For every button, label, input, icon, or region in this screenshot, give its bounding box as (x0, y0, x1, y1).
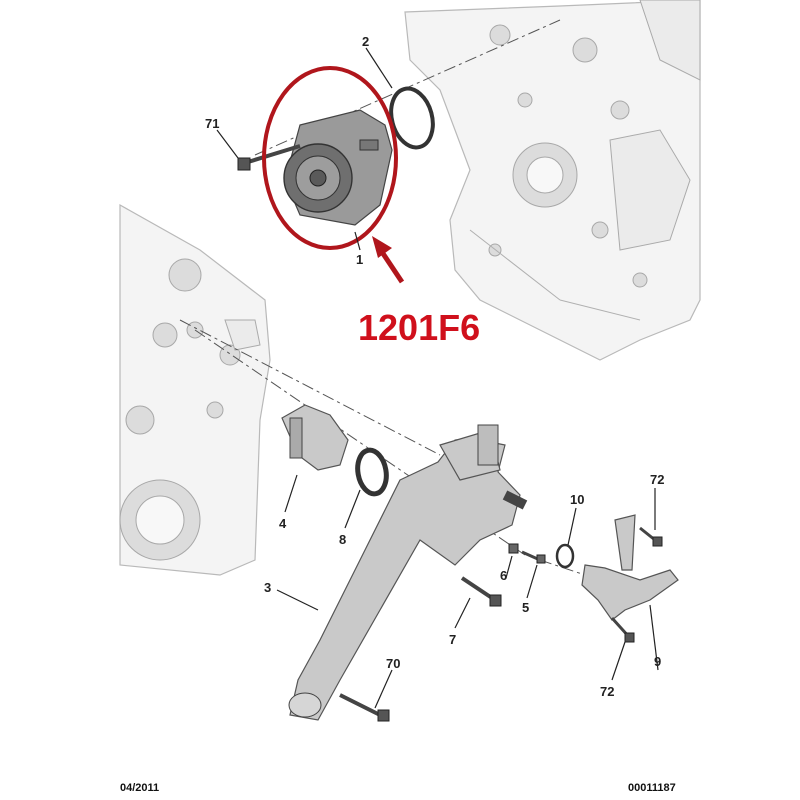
bolt-70 (339, 693, 390, 722)
adapter-4 (281, 404, 349, 471)
highlight-arrow (372, 236, 405, 284)
outlet-pipe-3 (288, 424, 528, 721)
label-part-5: 5 (522, 600, 529, 615)
label-part-1: 1 (356, 252, 363, 267)
label-part-8: 8 (339, 532, 346, 547)
part-labels: 2 71 1 4 8 3 7 6 5 10 9 72 72 70 (205, 34, 664, 699)
label-part-70: 70 (386, 656, 400, 671)
label-part-2: 2 (362, 34, 369, 49)
pipe-9 (581, 514, 679, 621)
part-number-callout: 1201F6 (358, 307, 480, 348)
label-part-72-upper: 72 (650, 472, 664, 487)
label-part-10: 10 (570, 492, 584, 507)
bolt-7 (460, 576, 502, 607)
screw-5 (521, 550, 546, 564)
leader-lines (216, 47, 659, 709)
footer-date: 04/2011 (120, 782, 159, 794)
label-part-4: 4 (279, 516, 287, 531)
plug-6 (508, 543, 519, 554)
bolt-72-lower (610, 616, 635, 643)
label-part-3: 3 (264, 580, 271, 595)
upper-engine-block (404, 0, 701, 361)
seal-8 (355, 447, 389, 497)
bolt-71 (237, 144, 301, 171)
label-part-6: 6 (500, 568, 507, 583)
footer-reference: 00011187 (628, 782, 676, 794)
water-pump (283, 109, 393, 226)
lower-engine-block (119, 203, 271, 576)
label-part-7: 7 (449, 632, 456, 647)
o-ring-10 (555, 543, 575, 569)
bolt-72-upper (639, 526, 663, 547)
label-part-71: 71 (205, 116, 219, 131)
highlight-circle (262, 66, 398, 250)
label-part-9: 9 (654, 654, 661, 669)
label-part-72-lower: 72 (600, 684, 614, 699)
